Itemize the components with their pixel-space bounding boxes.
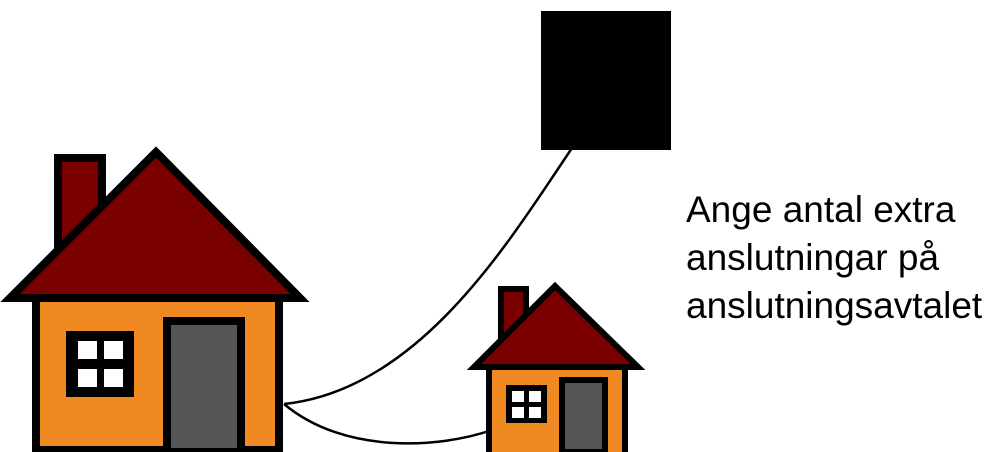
caption-line-1: Ange antal extra <box>686 186 982 234</box>
caption-line-2: anslutningar på <box>686 234 982 282</box>
connection-box-icon <box>541 11 671 150</box>
main-house-window <box>66 331 134 397</box>
caption-text: Ange antal extra anslutningar på anslutn… <box>686 186 982 330</box>
caption-line-3: anslutningsavtalet <box>686 282 982 330</box>
main-house-icon <box>10 152 300 452</box>
main-house-roof <box>10 152 300 298</box>
extra-house-door <box>562 380 605 452</box>
cable-to-extra-house <box>284 404 492 443</box>
extra-house-icon <box>474 286 638 452</box>
main-house-door <box>167 321 241 452</box>
